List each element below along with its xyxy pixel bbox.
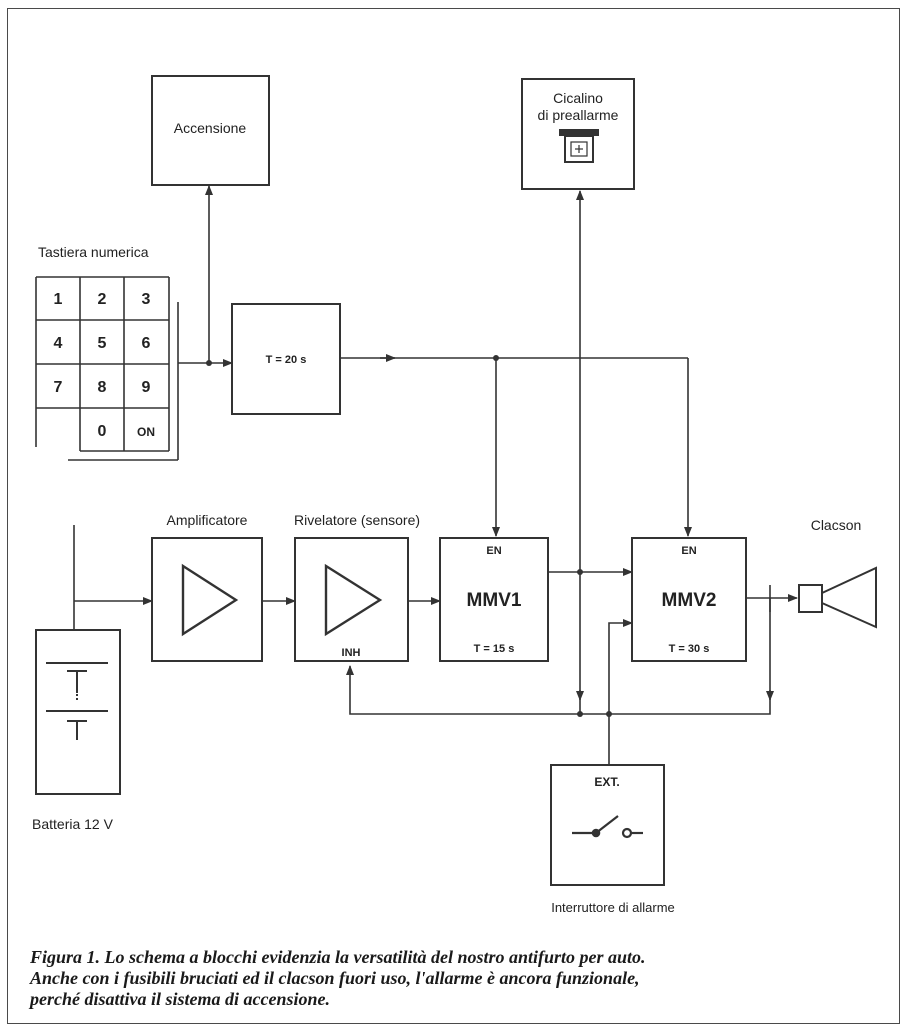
mmv2-en: EN [681,545,696,557]
mmv1-name: MMV1 [467,590,522,611]
wire-inhibit-loop [346,665,771,715]
keypad-key: ON [137,425,155,439]
accensione-label: Accensione [174,120,247,136]
mmv1-block [439,537,549,662]
interruttore-label: Interruttore di allarme [551,900,675,915]
mmv1-time: T = 15 s [474,643,515,655]
keypad-key: 0 [98,423,107,440]
ext-label: EXT. [594,775,619,789]
cicalino-label-2: di preallarme [538,107,619,123]
cicalino-label-1: Cicalino [553,90,603,106]
wire-ext-mmv2 [608,619,633,765]
buzzer-icon [559,129,599,163]
mmv2-name: MMV2 [662,590,717,611]
clacson-label: Clacson [811,517,862,533]
keypad-key: 6 [142,335,151,352]
amplifier-icon [181,563,239,637]
mmv1-en: EN [486,545,501,557]
rivelatore-inh: INH [342,647,361,659]
batteria-label: Batteria 12 V [32,816,114,832]
timer-label: T = 20 s [266,354,307,366]
amplificatore-label: Amplificatore [167,512,248,528]
caption-line-3: perché disattiva il sistema di accension… [30,989,330,1009]
accensione-block [151,75,270,186]
keypad-key: 7 [54,379,63,396]
keypad: 1 2 3 4 5 6 7 8 9 0 ON [35,276,179,461]
rivelatore-block [294,537,409,662]
switch-icon [572,815,643,839]
timer-block [231,303,341,415]
keypad-key: 2 [98,291,107,308]
keypad-key: 1 [54,291,63,308]
caption-line-1: Figura 1. Lo schema a blocchi evidenzia … [30,947,646,967]
keypad-key: 5 [98,335,107,352]
keypad-title: Tastiera numerica [38,244,149,260]
mmv2-time: T = 30 s [669,643,710,655]
rivelatore-label: Rivelatore (sensore) [294,512,420,528]
sensor-icon [324,563,383,637]
battery-icon [46,662,108,740]
amplificatore-block [151,537,263,662]
keypad-key: 3 [142,291,151,308]
keypad-key: 9 [142,379,151,396]
figure-caption: Figura 1. Lo schema a blocchi evidenzia … [30,947,890,1010]
horn-icon [798,566,877,629]
mmv2-block [631,537,747,662]
keypad-key: 8 [98,379,107,396]
keypad-key: 4 [54,335,63,352]
caption-line-2: Anche con i fusibili bruciati ed il clac… [30,968,640,988]
